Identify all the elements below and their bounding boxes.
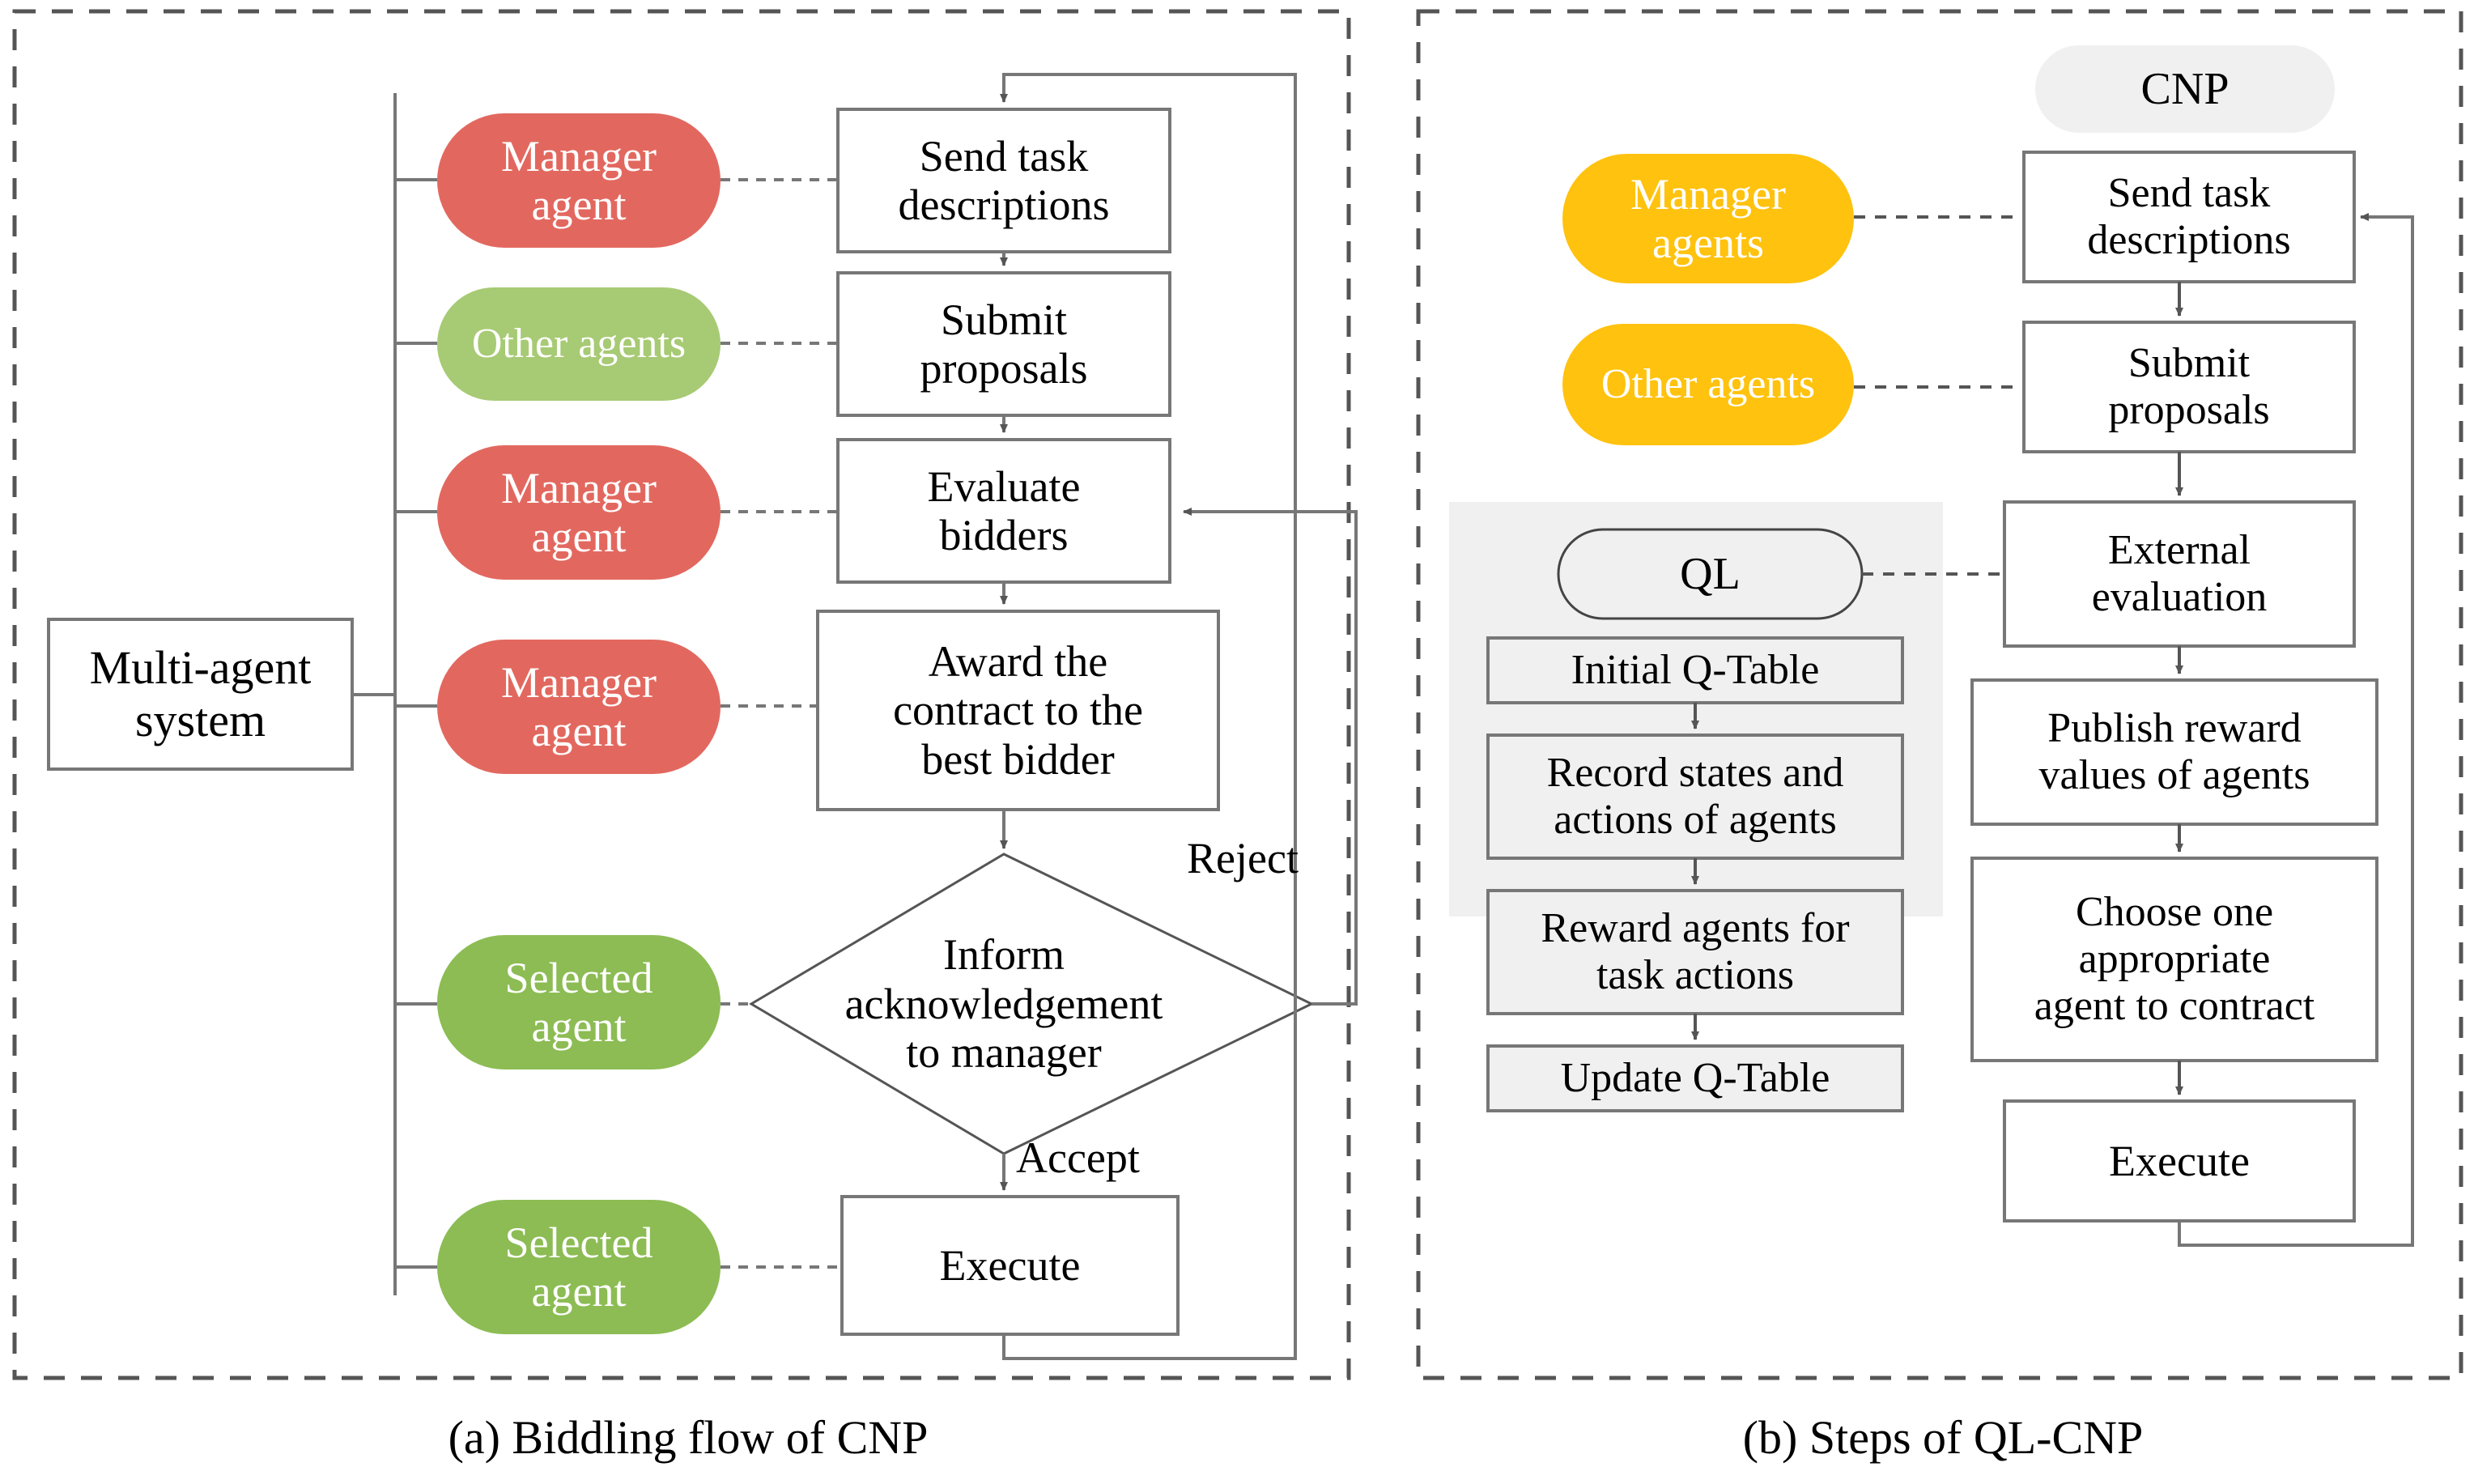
pill-manager-agent-2 [437,445,721,580]
pill-manager-agent-1 [437,113,721,248]
path-restart-loop [1000,73,1297,1360]
box-b-external-evaluation [2003,500,2356,648]
box-send-task-descriptions [836,108,1171,253]
path-reject-loop [1183,508,1358,1006]
box-b-execute [2003,1099,2356,1222]
caption-panel-b: (b) Steps of QL-CNP [1742,1411,2144,1464]
box-b-send-task-descriptions [2022,151,2356,283]
multi-agent-system-box [47,618,354,771]
pill-selected-agent-1 [437,935,721,1069]
box-reward-agents [1486,889,1904,1015]
pill-manager-agent-3 [437,640,721,774]
box-b-choose-agent [1970,857,2378,1062]
badge-ql [1557,528,1864,620]
box-submit-proposals [836,271,1171,417]
caption-panel-a: (a) Biddling flow of CNP [448,1411,929,1464]
box-update-q-table [1486,1044,1904,1112]
badge-cnp-background [2035,45,2335,133]
panel-a-border [12,9,1351,1380]
box-evaluate-bidders [836,438,1171,584]
box-initial-q-table [1486,636,1904,704]
box-award-contract [816,610,1220,811]
pill-manager-agents-b [1562,154,1854,283]
box-b-publish-reward-values [1970,678,2378,826]
decision-inform-acknowledgement [749,853,1315,1155]
pill-other-agents-b [1562,324,1854,445]
box-b-submit-proposals [2022,321,2356,453]
panel-b-border [1416,9,2463,1380]
pill-selected-agent-2 [437,1200,721,1334]
box-execute [840,1195,1180,1336]
pill-other-agents [437,287,721,401]
path-b-restart-loop [2178,213,2414,1247]
box-record-states [1486,733,1904,860]
